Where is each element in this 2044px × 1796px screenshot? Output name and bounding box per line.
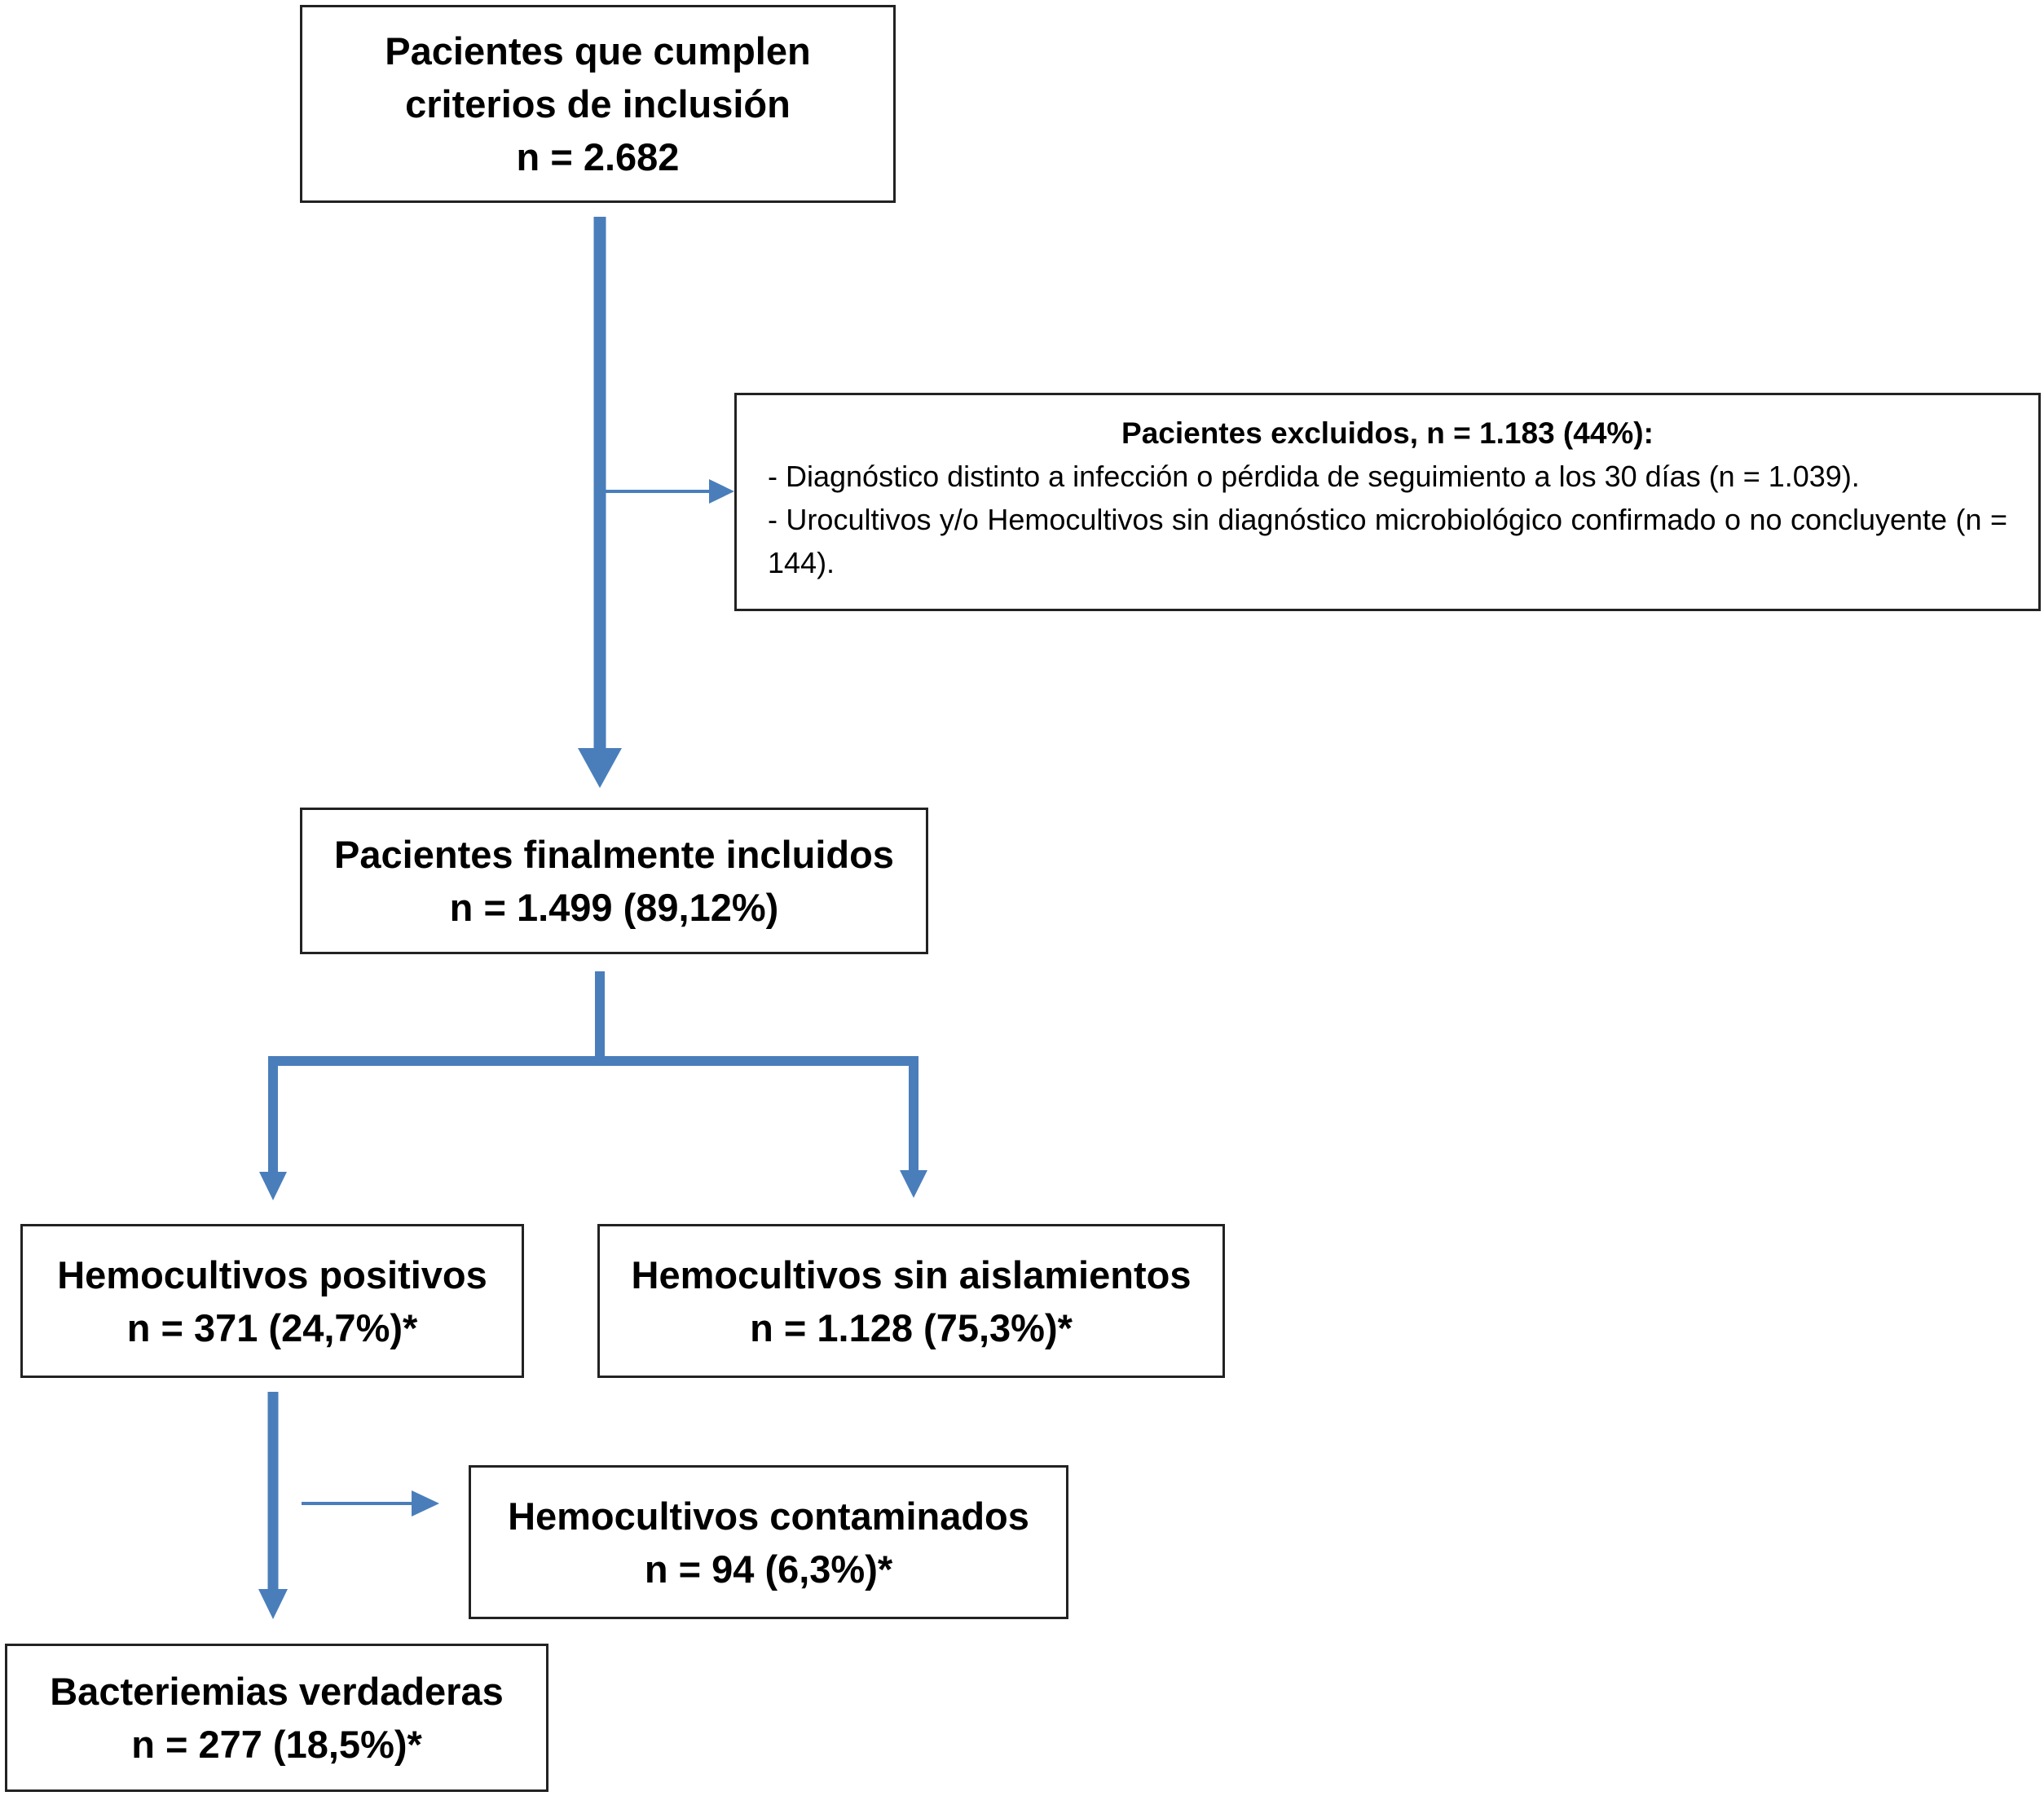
excluded-item-cultures: - Urocultivos y/o Hemocultivos sin diagn… xyxy=(768,503,2007,579)
included-count: n = 1.499 (89,12%) xyxy=(449,886,779,929)
true-bacteremia-label: Bacteriemias verdaderas xyxy=(50,1670,504,1713)
criteria-count: n = 2.682 xyxy=(516,135,680,178)
inclusion-criteria-box: Pacientes que cumplen criterios de inclu… xyxy=(300,5,896,203)
arrowhead-included xyxy=(578,748,622,788)
positive-label: Hemocultivos positivos xyxy=(57,1252,487,1296)
arrowhead-excluded xyxy=(709,479,734,504)
excluded-item-diagnosis: - Diagnóstico distinto a infección o pér… xyxy=(768,460,1860,493)
arrowhead-negative xyxy=(900,1170,927,1198)
negative-label: Hemocultivos sin aislamientos xyxy=(631,1252,1192,1296)
included-label: Pacientes finalmente incluidos xyxy=(334,833,894,876)
true-bacteremia-box: Bacteriemias verdaderas n = 277 (18,5%)* xyxy=(5,1644,548,1792)
excluded-title: Pacientes excluidos, n = 1.183 (44%): xyxy=(1121,416,1654,450)
positive-cultures-box: Hemocultivos positivos n = 371 (24,7%)* xyxy=(20,1224,524,1378)
contaminated-count: n = 94 (6,3%)* xyxy=(644,1547,893,1591)
positive-count: n = 371 (24,7%)* xyxy=(126,1305,418,1349)
excluded-patients-box: Pacientes excluidos, n = 1.183 (44%): - … xyxy=(734,393,2041,611)
arrowhead-true xyxy=(258,1589,288,1619)
true-bacteremia-count: n = 277 (18,5%)* xyxy=(131,1723,422,1766)
criteria-line-1: Pacientes que cumplen xyxy=(385,29,811,73)
criteria-line-2: criterios de inclusión xyxy=(405,82,791,125)
no-isolation-cultures-box: Hemocultivos sin aislamientos n = 1.128 … xyxy=(597,1224,1225,1378)
arrowhead-contaminated xyxy=(412,1490,439,1516)
included-patients-box: Pacientes finalmente incluidos n = 1.499… xyxy=(300,808,928,954)
arrowhead-positive xyxy=(259,1172,287,1200)
contaminated-label: Hemocultivos contaminados xyxy=(508,1494,1029,1538)
negative-count: n = 1.128 (75,3%)* xyxy=(750,1305,1073,1349)
contaminated-cultures-box: Hemocultivos contaminados n = 94 (6,3%)* xyxy=(469,1465,1068,1619)
